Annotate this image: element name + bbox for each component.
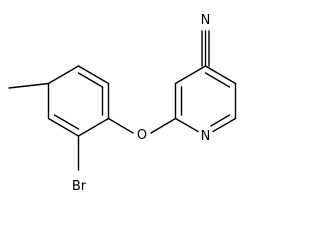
pyridine-bond-c4-c3 — [174, 65, 207, 85]
benzene-bond-c4-c5 — [47, 65, 80, 85]
ether-bond-o-aryl — [107, 117, 134, 134]
bonds — [8, 30, 237, 171]
ether-bond-c2-o — [150, 117, 177, 134]
pyridine-nitrogen-label: N — [201, 129, 211, 144]
benzene-bond-c2-c3-inner — [53, 114, 80, 130]
ether-oxygen-label: O — [137, 128, 147, 143]
pyridine-bond-c4-c5 — [204, 65, 237, 85]
benzene-bond-c5-c6 — [77, 65, 110, 85]
atom-labels: N N O Br — [72, 13, 211, 194]
bromine-label: Br — [72, 179, 87, 194]
pyridine-bond-c4-c5-inner — [204, 72, 231, 88]
pyridine-bond-n1-c2 — [174, 117, 199, 133]
benzene-bond-c2-c3 — [47, 117, 80, 137]
benzene-bond-c5-c6-inner — [77, 72, 104, 88]
methyl-bond — [8, 82, 50, 89]
pyridine-bond-c6-n1-inner — [210, 114, 231, 127]
chemical-structure: N N O Br — [8, 13, 237, 194]
pyridine-bond-c6-n1 — [212, 117, 237, 133]
nitrile-nitrogen-label: N — [201, 13, 211, 28]
benzene-bond-c1-c2 — [77, 117, 110, 137]
